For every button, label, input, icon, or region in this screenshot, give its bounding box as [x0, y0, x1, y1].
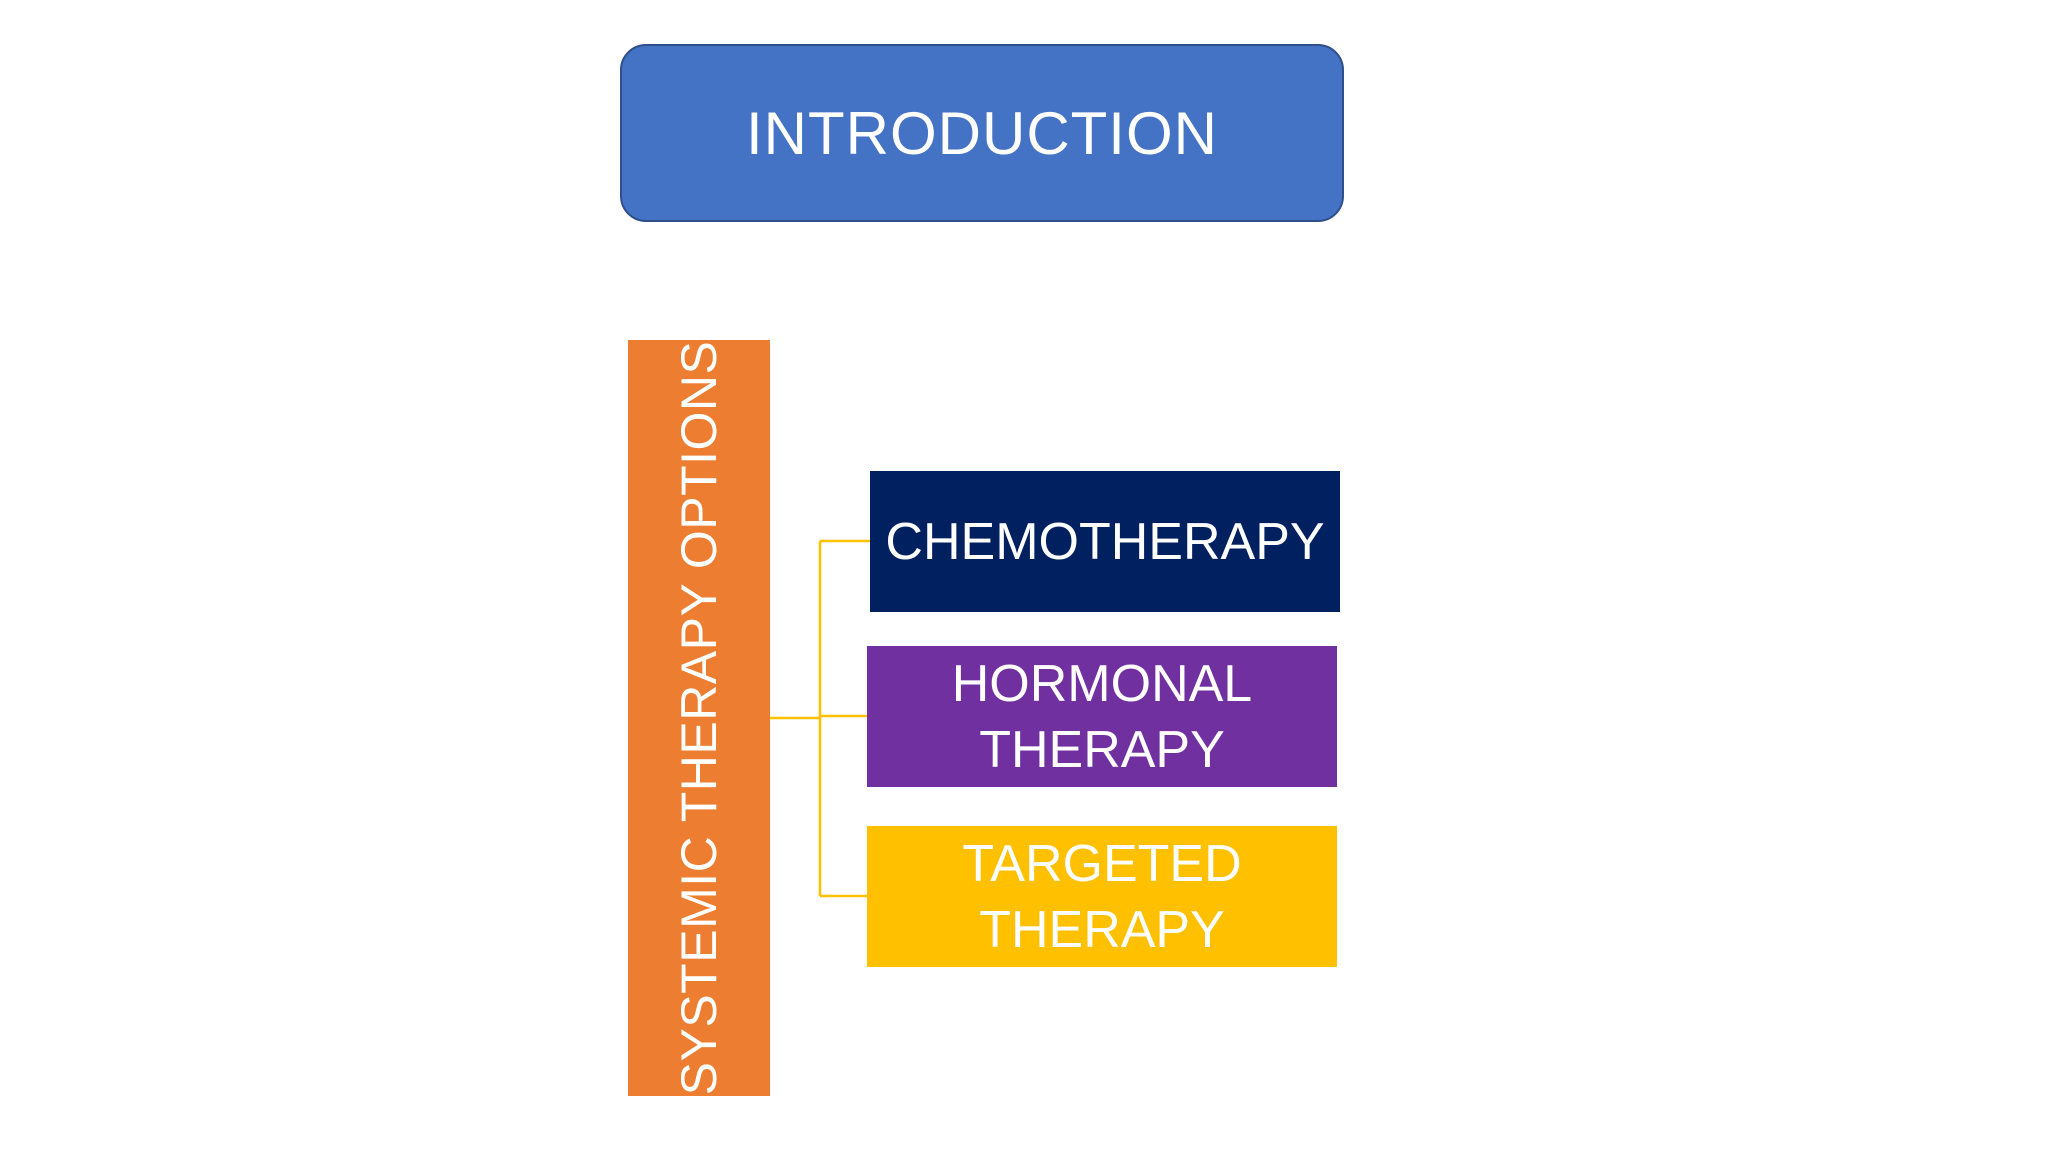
chemotherapy-box: CHEMOTHERAPY	[870, 471, 1340, 612]
systemic-therapy-options-label: SYSTEMIC THERAPY OPTIONS	[671, 340, 727, 1096]
title-text: INTRODUCTION	[746, 99, 1218, 167]
chemotherapy-label: CHEMOTHERAPY	[885, 512, 1325, 571]
title-box: INTRODUCTION	[620, 44, 1344, 222]
targeted-therapy-label: TARGETED THERAPY	[962, 834, 1242, 959]
targeted-therapy-box: TARGETED THERAPY	[867, 826, 1337, 967]
systemic-therapy-options-box: SYSTEMIC THERAPY OPTIONS	[628, 340, 770, 1096]
hormonal-therapy-box: HORMONAL THERAPY	[867, 646, 1337, 787]
hormonal-therapy-label: HORMONAL THERAPY	[951, 654, 1253, 779]
